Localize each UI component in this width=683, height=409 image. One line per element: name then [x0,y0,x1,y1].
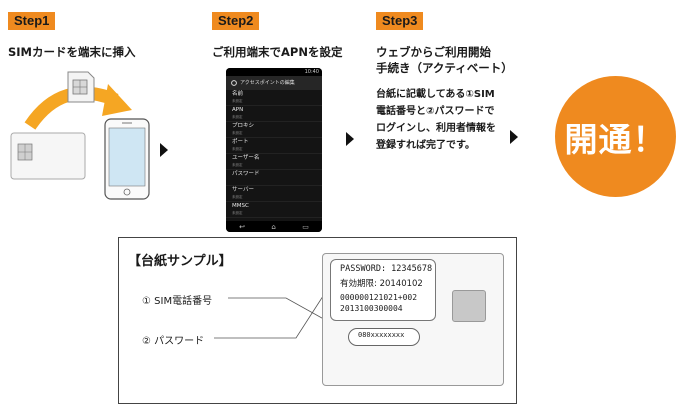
status-time: 10:40 [304,69,319,75]
android-nav-bar: ↩ ⌂ ▭ [226,221,322,232]
callout-sim-number: ① SIM電話番号 [142,296,213,307]
back-icon: ↩ [239,222,246,231]
sample-title: 【台紙サンプル】 [128,254,232,269]
settings-gear-icon [231,80,237,86]
card-expiry-line: 有効期限: 20140102 [340,279,423,289]
callout-password: ② パスワード [142,336,205,347]
apn-field-name: 名前未設定 [226,90,322,106]
sim-mount-card-icon [10,132,86,180]
activation-complete-badge: 開通！ [555,76,676,197]
apn-field-password: パスワード [226,170,322,186]
step3-desc-line4: 登録すれば完了です。 [376,140,475,151]
card-password-line: PASSWORD: 12345678 [340,264,433,274]
home-icon: ⌂ [271,222,276,231]
step3-title-line2: 手続き（アクティベート） [376,61,513,75]
step3-badge: Step3 [376,12,424,30]
card-serial-line1: 000000121021+002 [340,293,418,302]
step3-desc-line2: 電話番号と②パスワードで [376,106,495,117]
card-phone-number: 080xxxxxxxx [358,331,405,339]
step2-title: ご利用端末でAPNを設定 [212,45,343,59]
apn-field-port: ポート未設定 [226,138,322,154]
phone-number-highlight [348,328,420,346]
step3-desc-line1: 台紙に記載してある①SIM [376,89,495,100]
sim-chip-icon [452,290,486,322]
password-info-box [330,259,436,321]
sim-card-icon [67,71,95,103]
step1-badge: Step1 [8,12,56,30]
recent-apps-icon: ▭ [302,222,309,231]
apn-screen-header: アクセスポイントの編集 [240,80,295,86]
step1-title: SIMカードを端末に挿入 [8,45,136,59]
next-arrow-icon [346,132,354,146]
card-serial-line2: 2013100300004 [340,304,403,313]
next-arrow-icon [510,130,518,144]
smartphone-icon [104,118,150,200]
activation-complete-label: 開通！ [564,119,667,159]
step3-desc-line3: ログインし、利用者情報を [376,123,496,134]
apn-field-username: ユーザー名未設定 [226,154,322,170]
next-arrow-icon [160,143,168,157]
step3-title-line1: ウェブからご利用開始 [376,45,491,59]
apn-field-server: サーバー未設定 [226,186,322,202]
step2-badge: Step2 [212,12,260,30]
apn-field-proxy: プロキシ未設定 [226,122,322,138]
